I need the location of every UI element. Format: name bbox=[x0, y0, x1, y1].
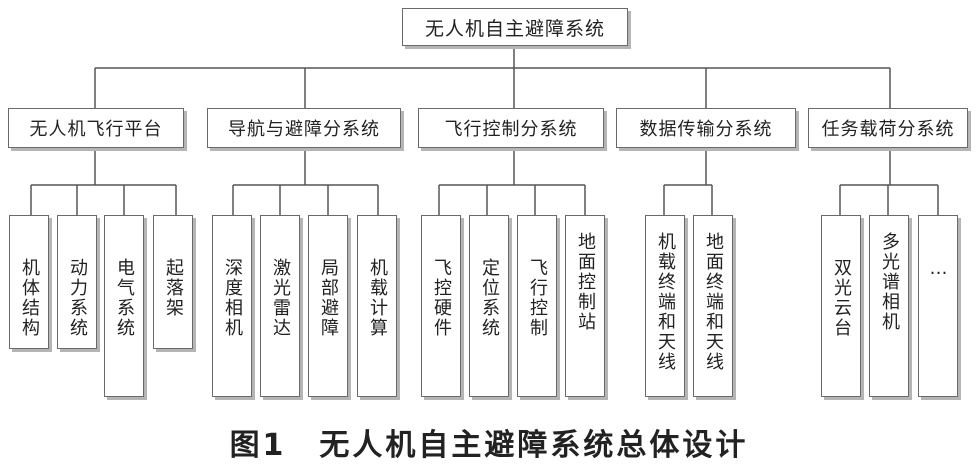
leaf-node-label: 定位系统 bbox=[479, 258, 500, 338]
leaf-node-label: 电气系统 bbox=[114, 258, 135, 338]
leaf-node: 电气系统 bbox=[104, 215, 144, 397]
leaf-node-label: 动力系统 bbox=[67, 258, 88, 338]
leaf-node-label: 激光雷达 bbox=[270, 258, 291, 338]
leaf-node: 双光云台 bbox=[821, 215, 861, 397]
leaf-node-label: 局部避障 bbox=[318, 258, 339, 338]
leaf-node-label: 机载终端和天线 bbox=[655, 232, 676, 372]
leaf-node: … bbox=[918, 215, 958, 397]
leaf-node-label: 地面控制站 bbox=[575, 232, 596, 332]
figure-caption: 图1 无人机自主避障系统总体设计 bbox=[229, 428, 749, 463]
group-node-mission-payload: 任务载荷分系统 bbox=[808, 108, 968, 148]
leaf-node-label: 飞行控制 bbox=[527, 258, 548, 338]
group-node-navigation-avoidance: 导航与避障分系统 bbox=[207, 108, 401, 148]
leaf-node: 机载终端和天线 bbox=[645, 215, 685, 397]
leaf-node: 激光雷达 bbox=[260, 215, 300, 397]
leaf-node: 定位系统 bbox=[469, 215, 509, 397]
leaf-node-label: 双光云台 bbox=[831, 258, 852, 338]
group-node-label: 数据传输分系统 bbox=[639, 119, 773, 140]
leaf-node-label: … bbox=[928, 258, 949, 281]
leaf-node-label: 飞控硬件 bbox=[431, 258, 452, 338]
group-node-flight-control: 飞行控制分系统 bbox=[418, 108, 604, 148]
leaf-node: 飞控硬件 bbox=[421, 215, 461, 397]
group-node-label: 导航与避障分系统 bbox=[228, 119, 380, 140]
leaf-node-label: 地面终端和天线 bbox=[703, 232, 724, 372]
leaf-node: 动力系统 bbox=[57, 215, 97, 349]
leaf-node-label: 多光谱相机 bbox=[879, 232, 900, 332]
root-node: 无人机自主避障系统 bbox=[402, 8, 628, 46]
leaf-node: 多光谱相机 bbox=[869, 215, 909, 397]
leaf-node-label: 机体结构 bbox=[19, 258, 40, 338]
leaf-node-label: 机载计算 bbox=[367, 258, 388, 338]
leaf-node-label: 深度相机 bbox=[222, 258, 243, 338]
leaf-node: 局部避障 bbox=[308, 215, 348, 397]
group-node-label: 任务载荷分系统 bbox=[821, 119, 955, 140]
root-node-label: 无人机自主避障系统 bbox=[424, 17, 605, 40]
leaf-node: 飞行控制 bbox=[517, 215, 557, 397]
leaf-node: 起落架 bbox=[153, 215, 193, 349]
group-node-flight-platform: 无人机飞行平台 bbox=[8, 108, 184, 148]
leaf-node-label: 起落架 bbox=[163, 258, 184, 318]
leaf-node: 地面控制站 bbox=[565, 215, 605, 397]
group-node-label: 飞行控制分系统 bbox=[444, 119, 578, 140]
group-node-label: 无人机飞行平台 bbox=[29, 119, 163, 140]
leaf-node: 机体结构 bbox=[9, 215, 49, 349]
leaf-node: 机载计算 bbox=[357, 215, 397, 397]
leaf-node: 地面终端和天线 bbox=[693, 215, 733, 397]
group-node-data-transmission: 数据传输分系统 bbox=[616, 108, 796, 148]
leaf-node: 深度相机 bbox=[212, 215, 252, 397]
